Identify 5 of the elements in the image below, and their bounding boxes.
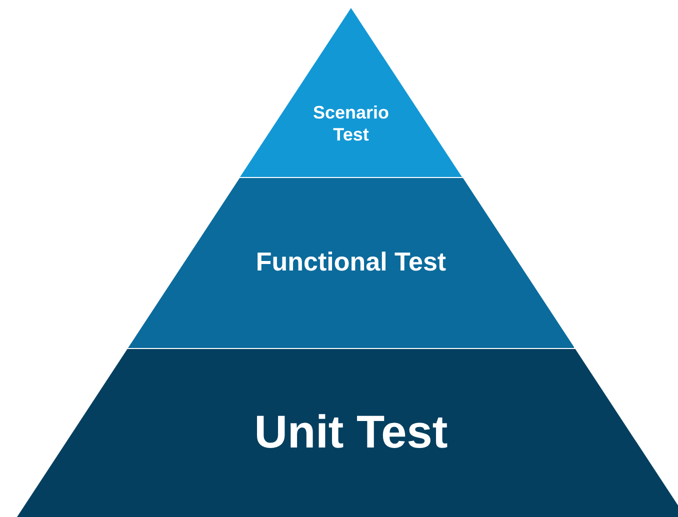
tier-label: Scenario Test [312,102,390,146]
pyramid-tier [128,178,574,348]
tier-label: Functional Test [254,246,448,278]
tier-label: Unit Test [253,404,449,460]
pyramid-tier [16,349,678,517]
